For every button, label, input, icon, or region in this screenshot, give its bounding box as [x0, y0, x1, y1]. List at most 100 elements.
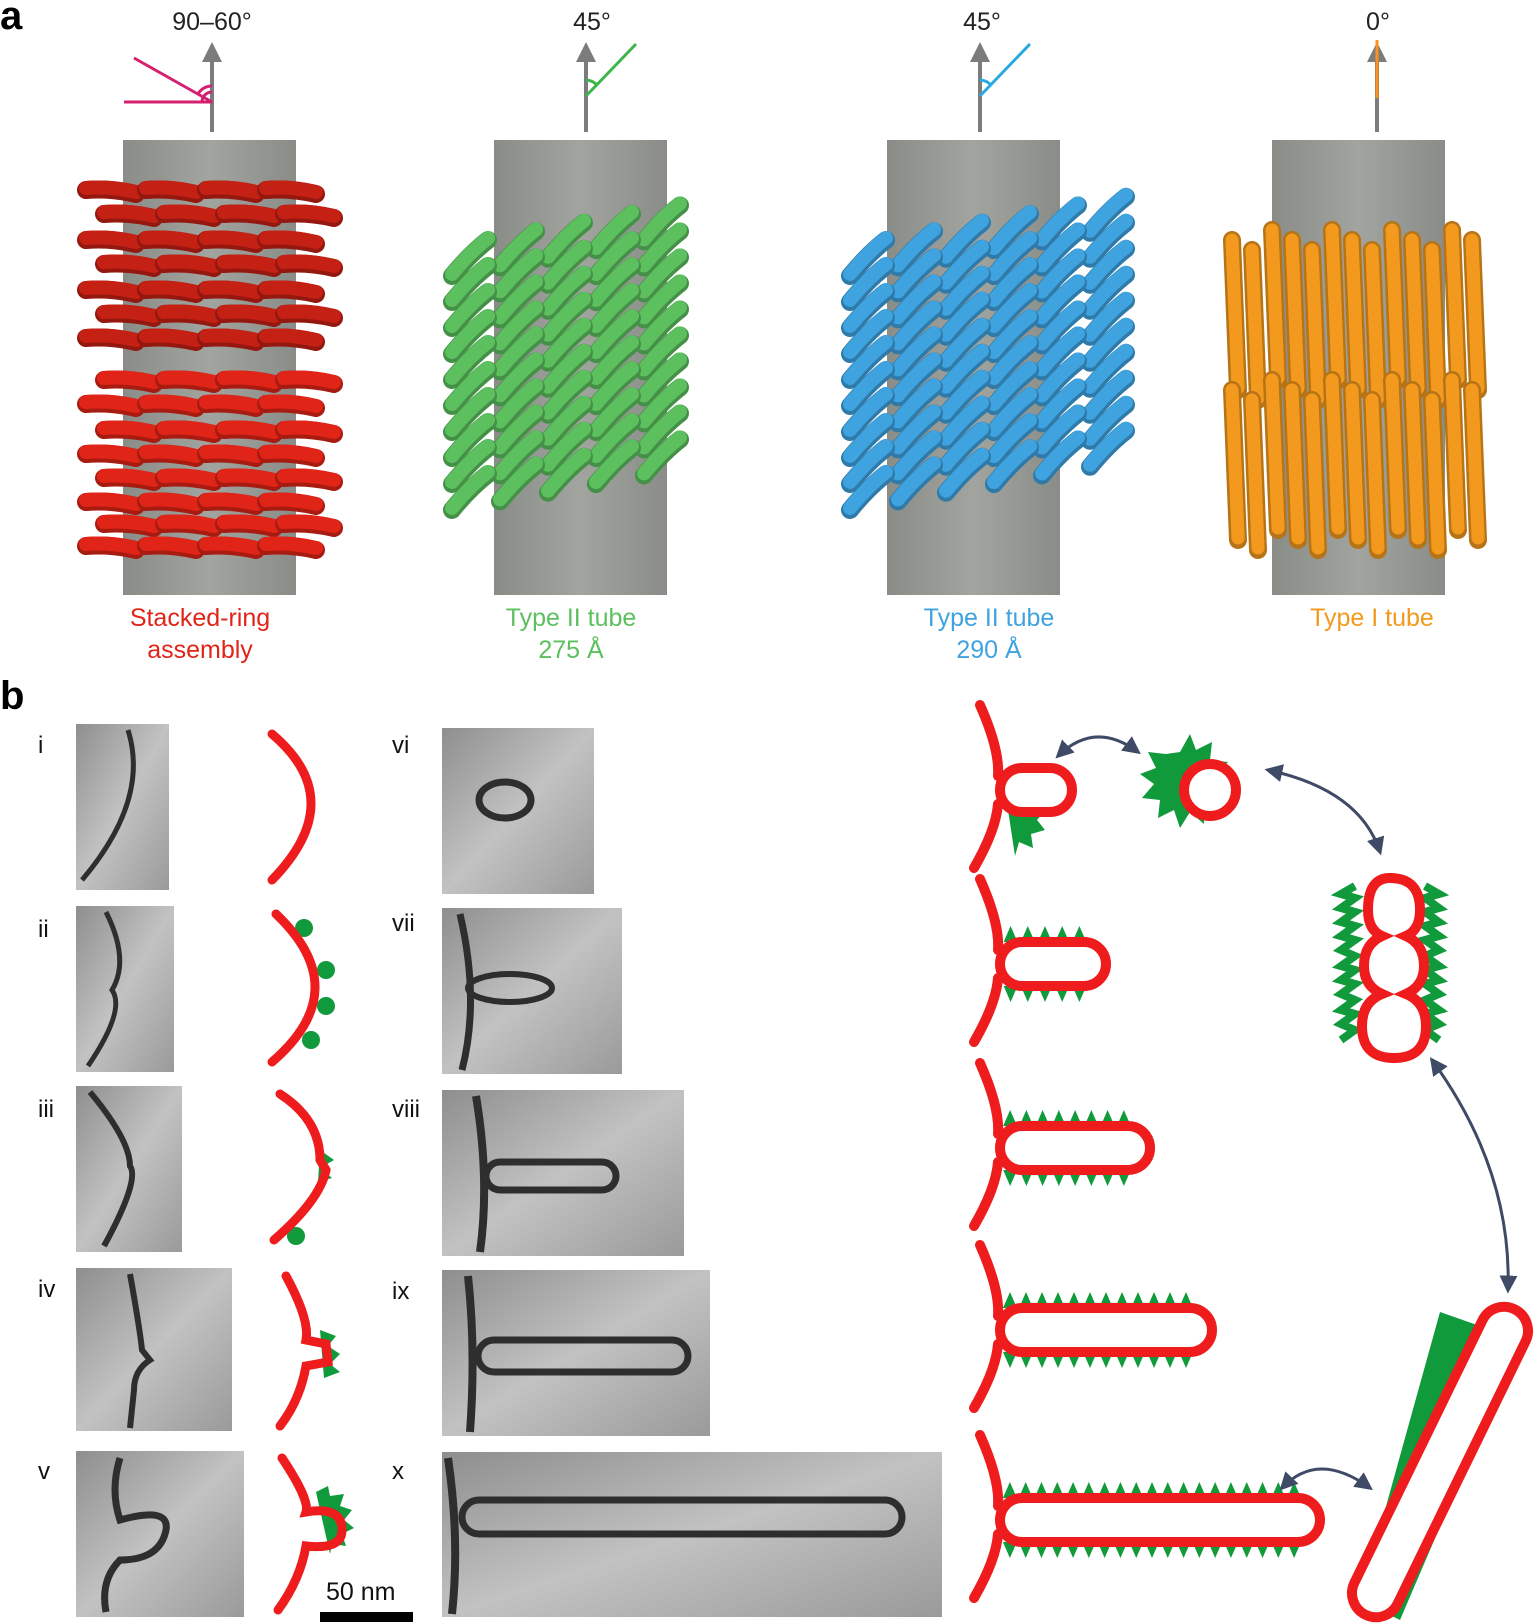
- filament: [589, 413, 639, 464]
- filament: [1083, 291, 1133, 342]
- filament: [891, 378, 941, 429]
- caption-type2-275-line2: 275 Å: [538, 636, 604, 664]
- filament: [1083, 369, 1133, 420]
- filament: [217, 514, 281, 533]
- filament: [199, 180, 263, 199]
- filament: [891, 456, 941, 507]
- filament: [637, 404, 687, 455]
- membrane-sheet: [969, 1430, 1004, 1603]
- filament: [939, 239, 989, 290]
- filament: [1083, 239, 1133, 290]
- filament: [843, 465, 893, 515]
- filament: [445, 387, 495, 437]
- filament: [1083, 395, 1133, 446]
- type1-tube-assembly: [1223, 221, 1487, 559]
- transition-arrows: [1055, 735, 1518, 1491]
- filament: [79, 536, 143, 555]
- filament: [939, 395, 989, 446]
- schematic-iv: [275, 1271, 340, 1431]
- filament: [1385, 373, 1405, 535]
- filament: [79, 328, 143, 347]
- stage-label-viii: viii: [392, 1096, 420, 1123]
- filament: [1265, 373, 1285, 535]
- filament: [1225, 383, 1245, 545]
- filament: [891, 300, 941, 351]
- filament: [493, 456, 543, 507]
- filament: [217, 254, 281, 273]
- em-image-ix: [442, 1270, 710, 1436]
- filament: [1083, 213, 1133, 264]
- filament: [1035, 352, 1085, 403]
- filament: [217, 304, 281, 323]
- filament: [493, 222, 543, 273]
- em-image-iii: [76, 1086, 182, 1252]
- filament: [199, 444, 263, 463]
- schematic-iii: [269, 1089, 334, 1245]
- membrane-sheet: [969, 1058, 1004, 1231]
- stage-label-vi: vi: [392, 732, 410, 759]
- filament: [277, 254, 341, 273]
- filament: [97, 514, 161, 533]
- membrane-tubule: [995, 1121, 1155, 1175]
- filament: [493, 404, 543, 455]
- em-image-vii: [442, 908, 622, 1074]
- filament: [97, 254, 161, 273]
- filament: [199, 492, 263, 511]
- filament: [541, 265, 591, 316]
- stage-label-ix: ix: [392, 1278, 410, 1305]
- filament: [589, 335, 639, 386]
- filament: [1285, 233, 1305, 395]
- filament: [637, 378, 687, 429]
- filament: [939, 421, 989, 472]
- em-image-iv: [76, 1268, 232, 1431]
- filament: [637, 222, 687, 273]
- filament: [493, 248, 543, 299]
- filament: [139, 180, 203, 199]
- filament: [1245, 393, 1265, 555]
- filament: [589, 439, 639, 490]
- em-image-i: [76, 724, 169, 890]
- filament: [157, 468, 221, 487]
- filament: [1083, 421, 1133, 472]
- filament: [79, 444, 143, 463]
- membrane-tubule: [995, 937, 1111, 991]
- filament: [843, 335, 893, 385]
- filament: [843, 439, 893, 489]
- filament: [1305, 393, 1325, 555]
- filament: [157, 420, 221, 439]
- filament: [891, 430, 941, 481]
- filament: [891, 222, 941, 273]
- em-image-x: [442, 1452, 942, 1617]
- released-tubule: [1346, 1301, 1534, 1623]
- filament: [1035, 300, 1085, 351]
- filament: [541, 343, 591, 394]
- filament: [445, 231, 495, 281]
- filament: [939, 317, 989, 368]
- filament: [1035, 248, 1085, 299]
- scale-bar-label: 50 nm: [326, 1578, 396, 1606]
- caption-type1-line1: Type I tube: [1310, 604, 1434, 632]
- filament: [217, 204, 281, 223]
- filament: [1035, 222, 1085, 273]
- filament: [445, 413, 495, 463]
- filament: [637, 300, 687, 351]
- filament: [157, 370, 221, 389]
- caption-type2-275-line1: Type II tube: [505, 604, 637, 632]
- filament: [139, 444, 203, 463]
- filament: [891, 274, 941, 325]
- filament: [1083, 317, 1133, 368]
- filament: [199, 280, 263, 299]
- filament: [541, 291, 591, 342]
- filament: [259, 230, 323, 249]
- em-image-vi: [442, 728, 594, 894]
- filament: [987, 335, 1037, 386]
- filament: [277, 514, 341, 533]
- schematic-ii: [267, 909, 335, 1067]
- filament: [939, 447, 989, 498]
- filament: [1083, 343, 1133, 394]
- filament: [1325, 373, 1345, 535]
- filament: [493, 352, 543, 403]
- filament: [843, 231, 893, 281]
- filament: [987, 309, 1037, 360]
- filament: [843, 413, 893, 463]
